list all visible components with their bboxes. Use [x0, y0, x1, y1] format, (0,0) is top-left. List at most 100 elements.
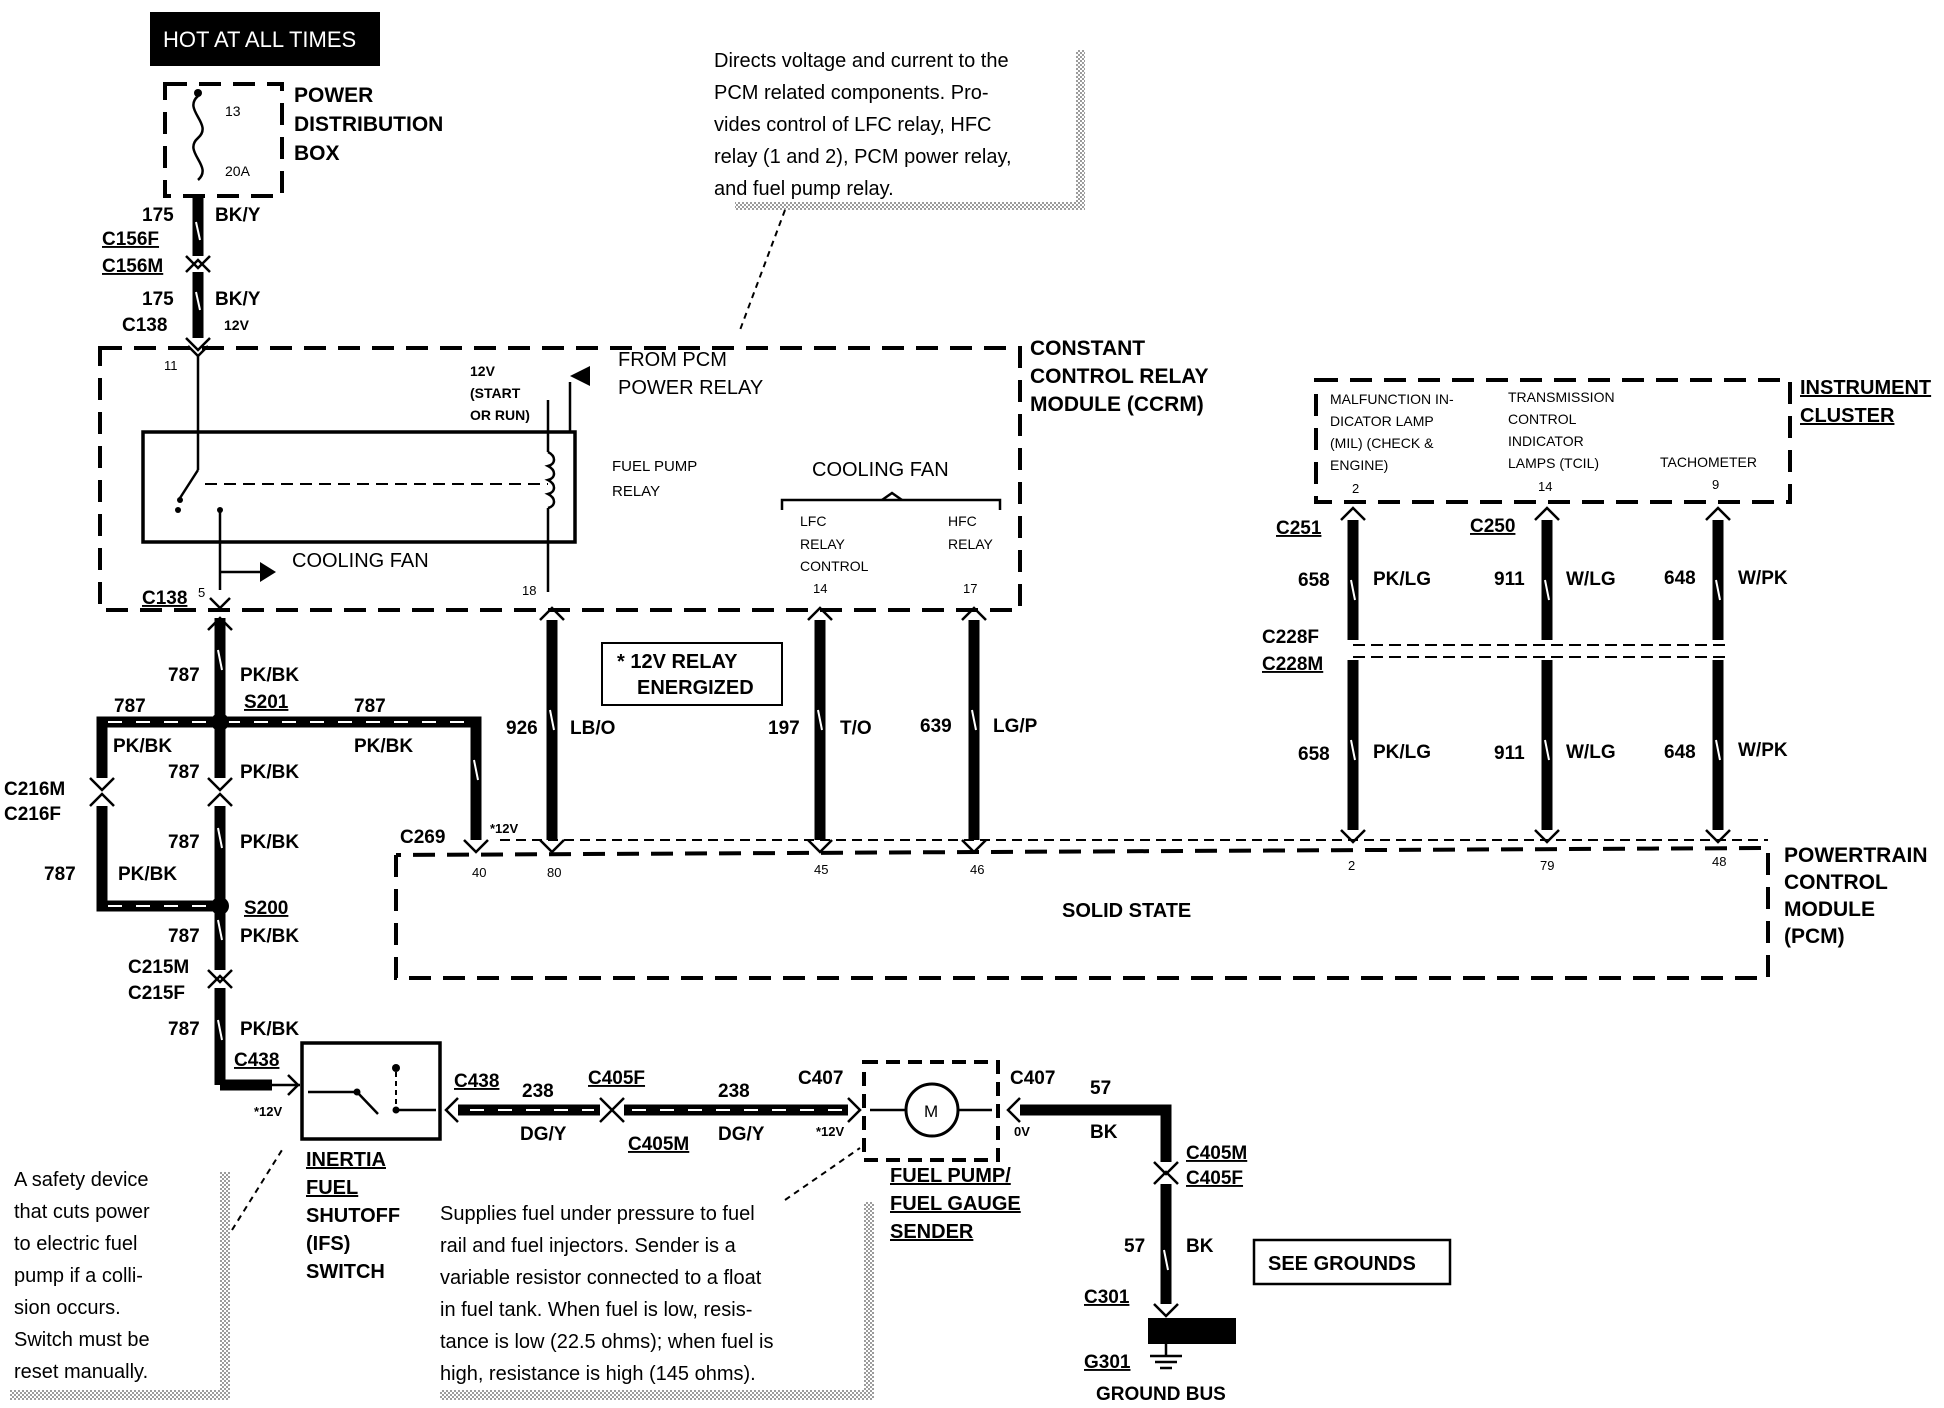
svg-text:sion occurs.: sion occurs.	[14, 1297, 121, 1319]
fuse-icon	[192, 95, 204, 181]
svg-text:PK/LG: PK/LG	[1373, 742, 1431, 763]
svg-text:C407: C407	[1010, 1068, 1055, 1089]
svg-text:9: 9	[1712, 477, 1719, 492]
svg-text:911: 911	[1494, 743, 1525, 764]
svg-text:DISTRIBUTION: DISTRIBUTION	[294, 113, 443, 136]
svg-text:C269: C269	[400, 827, 445, 848]
svg-text:tance is low (22.5 ohms); when: tance is low (22.5 ohms); when fuel is	[440, 1331, 774, 1353]
svg-text:C405M: C405M	[1186, 1143, 1247, 1164]
splice-s200	[211, 897, 229, 915]
svg-text:648: 648	[1664, 568, 1696, 589]
svg-text:(PCM): (PCM)	[1784, 925, 1845, 948]
fuel-pump-relay-box	[141, 430, 577, 544]
svg-text:Directs voltage and current to: Directs voltage and current to the	[714, 50, 1009, 72]
svg-text:238: 238	[718, 1081, 750, 1102]
svg-text:46: 46	[970, 862, 984, 877]
svg-text:BK: BK	[1090, 1122, 1118, 1143]
svg-text:45: 45	[814, 862, 828, 877]
svg-text:BOX: BOX	[294, 142, 340, 165]
svg-text:GROUND BUS: GROUND BUS	[1096, 1384, 1226, 1405]
svg-text:12V: 12V	[470, 363, 496, 379]
svg-text:FUEL PUMP: FUEL PUMP	[612, 458, 697, 475]
svg-text:CONTROL: CONTROL	[1784, 871, 1888, 894]
svg-text:PK/BK: PK/BK	[240, 1019, 299, 1040]
svg-text:197: 197	[768, 718, 800, 739]
svg-text:ENERGIZED: ENERGIZED	[637, 677, 754, 699]
svg-text:Switch must be: Switch must be	[14, 1329, 150, 1351]
svg-text:POWERTRAIN: POWERTRAIN	[1784, 844, 1928, 867]
svg-text:S201: S201	[244, 692, 289, 713]
ccrm-pcm-wires: 926 LB/O 197 T/O 639 LG/P	[506, 606, 1038, 854]
svg-text:C405F: C405F	[588, 1068, 645, 1089]
svg-text:PK/BK: PK/BK	[240, 832, 299, 853]
svg-text:17: 17	[963, 581, 977, 596]
svg-text:INERTIA: INERTIA	[306, 1149, 386, 1171]
svg-text:C405M: C405M	[628, 1134, 689, 1155]
cluster-pcm-wires: C251 C250 C228F C228M 658 PK/LG 911 W/LG…	[1262, 506, 1788, 844]
svg-text:2: 2	[1352, 481, 1359, 496]
svg-text:911: 911	[1494, 569, 1525, 590]
svg-text:that cuts power: that cuts power	[14, 1201, 150, 1223]
svg-text:787: 787	[168, 832, 200, 853]
flag-icon	[570, 366, 590, 386]
svg-text:OR RUN): OR RUN)	[470, 407, 530, 423]
splice-s201	[211, 713, 229, 731]
svg-text:648: 648	[1664, 742, 1696, 763]
svg-text:COOLING FAN: COOLING FAN	[812, 459, 949, 481]
svg-text:658: 658	[1298, 570, 1330, 591]
svg-text:DICATOR LAMP: DICATOR LAMP	[1330, 413, 1434, 429]
svg-text:ENGINE): ENGINE)	[1330, 457, 1388, 473]
svg-text:787: 787	[354, 696, 386, 717]
svg-text:in fuel tank. When fuel is lo: in fuel tank. When fuel is low, resis-	[440, 1299, 752, 1321]
feed-wire-175: 175 BK/Y C156F C156M 175 BK/Y C138 12V	[102, 196, 261, 352]
svg-text:W/LG: W/LG	[1566, 742, 1616, 763]
svg-text:20A: 20A	[225, 163, 251, 179]
svg-text:2: 2	[1348, 858, 1355, 873]
svg-text:787: 787	[168, 1019, 200, 1040]
svg-text:658: 658	[1298, 744, 1330, 765]
svg-text:C250: C250	[1470, 516, 1515, 537]
svg-text:C228M: C228M	[1262, 654, 1323, 675]
ground-wire: C407 0V 57 BK C405M C405F 57 BK C301 G30…	[1006, 1068, 1452, 1405]
svg-text:relay (1 and 2), PCM power rel: relay (1 and 2), PCM power relay,	[714, 146, 1012, 168]
left-pk-bk-wiring: C138 787 PK/BK S201 787 787 PK/BK PK/BK …	[4, 588, 519, 1119]
svg-text:PCM related components. Pro-: PCM related components. Pro-	[714, 82, 989, 104]
svg-text:HOT AT ALL TIMES: HOT AT ALL TIMES	[163, 27, 356, 52]
svg-text:(IFS): (IFS)	[306, 1233, 350, 1255]
svg-text:11: 11	[164, 358, 178, 373]
hot-at-all-times-badge: HOT AT ALL TIMES	[150, 12, 380, 66]
svg-text:787: 787	[168, 926, 200, 947]
motor-icon	[904, 1082, 960, 1138]
svg-text:LB/O: LB/O	[570, 718, 615, 739]
svg-text:A safety device: A safety device	[14, 1169, 149, 1191]
svg-text:175: 175	[142, 289, 174, 310]
svg-text:MODULE (CCRM): MODULE (CCRM)	[1030, 393, 1204, 416]
svg-text:PK/BK: PK/BK	[113, 736, 172, 757]
svg-text:FUEL PUMP/: FUEL PUMP/	[890, 1165, 1011, 1187]
svg-text:C228F: C228F	[1262, 627, 1319, 648]
svg-text:C438: C438	[454, 1071, 499, 1092]
svg-text:787: 787	[44, 864, 76, 885]
arrow-icon	[260, 562, 276, 582]
svg-text:5: 5	[198, 585, 205, 600]
svg-text:CLUSTER: CLUSTER	[1800, 405, 1895, 427]
svg-text:CONTROL: CONTROL	[1508, 411, 1577, 427]
svg-text:RELAY: RELAY	[800, 536, 846, 552]
svg-text:SWITCH: SWITCH	[306, 1261, 385, 1283]
svg-text:*12V: *12V	[254, 1104, 283, 1119]
svg-text:175: 175	[142, 205, 174, 226]
svg-text:C216F: C216F	[4, 804, 61, 825]
svg-text:C138: C138	[142, 588, 187, 609]
svg-text:COOLING FAN: COOLING FAN	[292, 550, 429, 572]
svg-text:INSTRUMENT: INSTRUMENT	[1800, 377, 1931, 399]
svg-text:PK/BK: PK/BK	[240, 926, 299, 947]
svg-text:238: 238	[522, 1081, 554, 1102]
svg-text:DG/Y: DG/Y	[718, 1124, 765, 1145]
see-grounds-box	[1252, 1238, 1452, 1286]
svg-text:14: 14	[813, 581, 827, 596]
svg-text:POWER: POWER	[294, 84, 373, 107]
ccrm-callout: Directs voltage and current to the PCM r…	[703, 42, 1085, 331]
svg-text:C405F: C405F	[1186, 1168, 1243, 1189]
svg-text:vides control of LFC relay, HF: vides control of LFC relay, HFC	[714, 114, 992, 136]
svg-text:(START: (START	[470, 385, 521, 401]
